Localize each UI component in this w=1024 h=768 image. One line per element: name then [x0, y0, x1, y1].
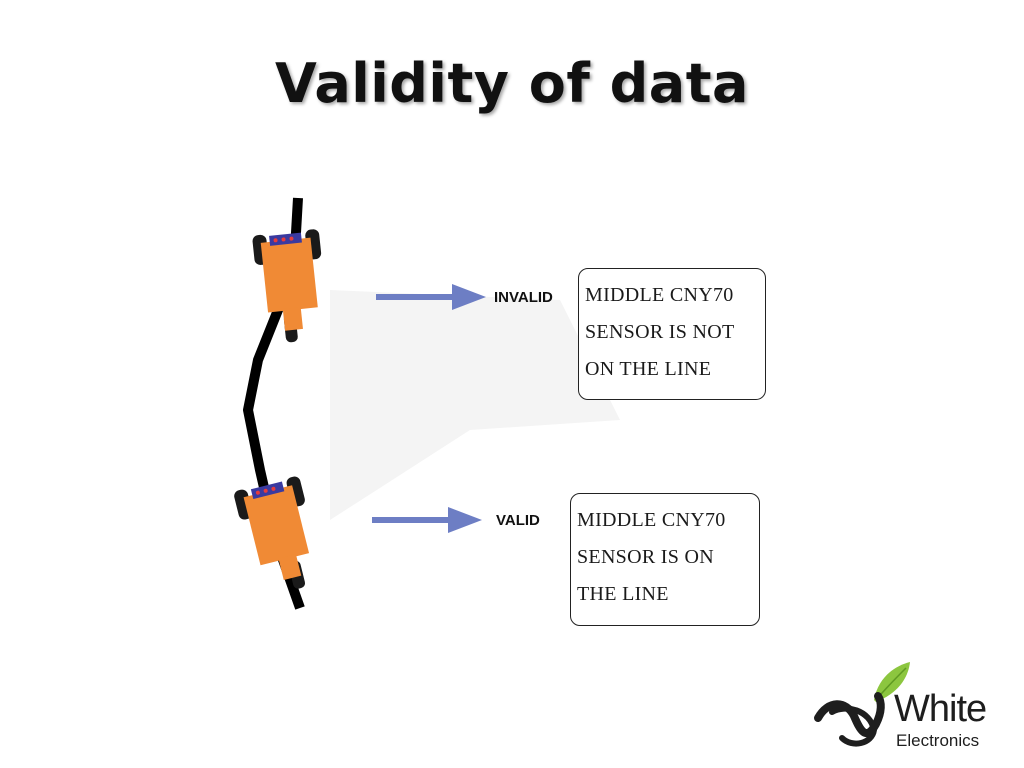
- message-line: SENSOR IS ON: [577, 546, 714, 568]
- sensor-led: [289, 236, 294, 241]
- robot-body: [243, 485, 310, 566]
- sensor-led: [273, 238, 278, 243]
- message-line: MIDDLE CNY70: [585, 284, 734, 306]
- robot-bottom: [234, 476, 310, 589]
- robot-tail: [282, 307, 303, 331]
- robot-top: [252, 229, 322, 343]
- message-line: ON THE LINE: [585, 358, 712, 380]
- valid-label: VALID: [496, 512, 540, 529]
- message-line: SENSOR IS NOT: [585, 321, 735, 343]
- invalid-message-box: MIDDLE CNY70 SENSOR IS NOT ON THE LINE: [578, 268, 766, 400]
- valid-message-box: MIDDLE CNY70 SENSOR IS ON THE LINE: [570, 493, 760, 626]
- logo-subword: Electronics: [896, 731, 980, 750]
- invalid-label: INVALID: [494, 289, 553, 306]
- sensor-led: [263, 488, 268, 493]
- logo-mark-icon: [814, 662, 910, 747]
- sensor-led: [271, 486, 276, 491]
- robot-body: [260, 237, 318, 313]
- white-electronics-logo: White Electronics: [812, 660, 1012, 756]
- sensor-board: [269, 232, 302, 246]
- logo-word: White: [894, 688, 987, 730]
- sensor-led: [255, 490, 260, 495]
- slide-title: Validity of data: [274, 52, 749, 115]
- arrow-valid: [372, 507, 482, 533]
- logo-swoosh: [814, 692, 885, 737]
- message-line: THE LINE: [577, 583, 669, 605]
- sensor-led: [281, 237, 286, 242]
- background-watermark: [330, 290, 620, 520]
- robot-tail: [278, 554, 302, 581]
- sensor-board: [250, 481, 285, 499]
- arrow-invalid: [376, 284, 486, 310]
- message-line: MIDDLE CNY70: [577, 509, 726, 531]
